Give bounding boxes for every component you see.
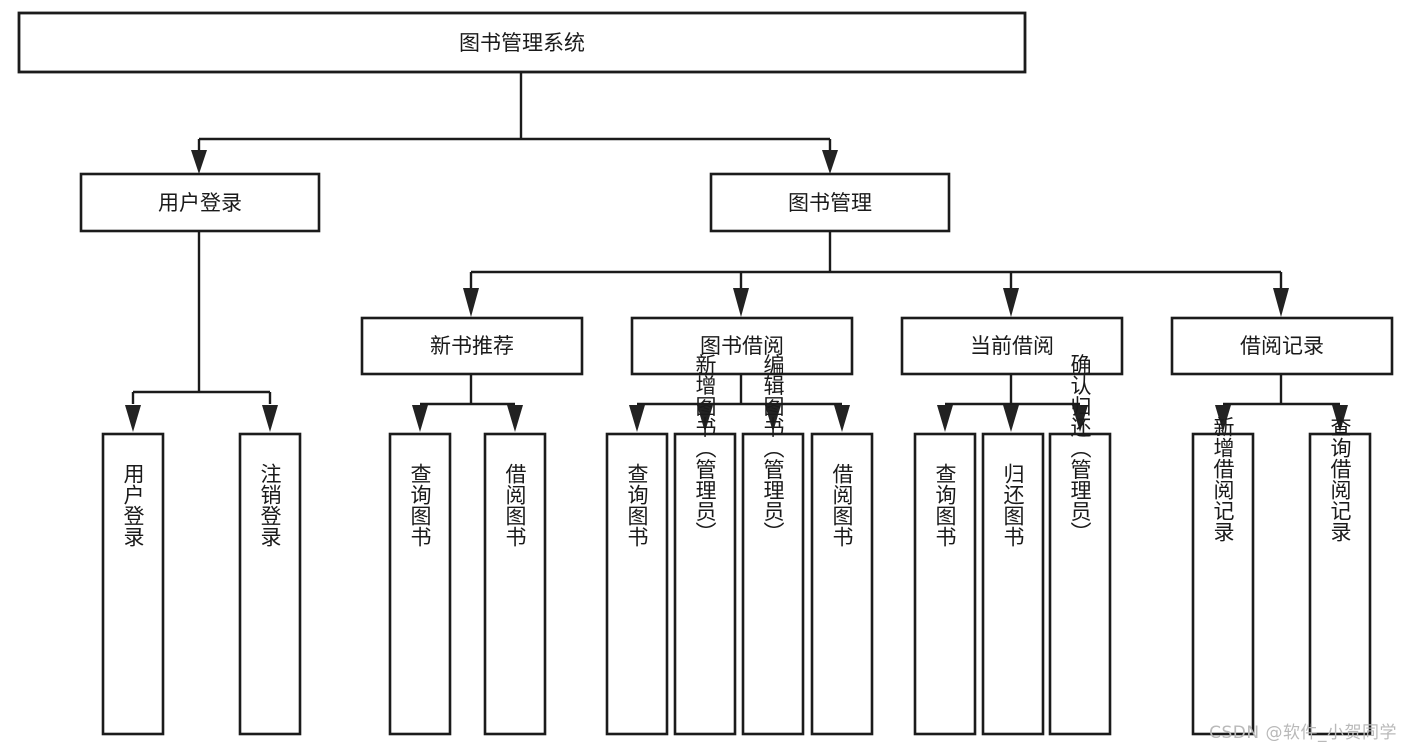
- node-root-system[interactable]: 图书管理系统: [17, 11, 1027, 74]
- leaf-book-borrow-2[interactable]: 编辑图书（管理员）: [741, 354, 805, 736]
- arrow-head-icon: [463, 288, 479, 317]
- node-book-management-box: [709, 172, 951, 233]
- arrow-head-icon: [629, 405, 645, 432]
- arrow-head-icon: [507, 405, 523, 432]
- leaf-book-borrow-2-label: 编辑图书（管理员）: [761, 354, 785, 543]
- leaf-current-borrow-2-label: 确认归还（管理员）: [1068, 354, 1092, 543]
- connector-group-root: [191, 72, 838, 174]
- node-borrow-record-box: [1170, 316, 1394, 376]
- leaf-current-borrow-1-box: [981, 432, 1045, 736]
- leaf-new-book-1-label: 借阅图书: [503, 463, 527, 547]
- node-user-login[interactable]: 用户登录: [79, 172, 321, 233]
- node-borrow-record-label: 借阅记录: [1240, 334, 1324, 358]
- leaf-borrow-record-0[interactable]: 新增借阅记录: [1191, 416, 1255, 736]
- arrow-head-icon: [937, 405, 953, 432]
- leaf-book-borrow-3-label: 借阅图书: [830, 463, 854, 547]
- leaf-book-borrow-1-box: [673, 432, 737, 736]
- leaf-user-login-1[interactable]: 注销登录: [238, 432, 302, 736]
- leaf-current-borrow-0-box: [913, 432, 977, 736]
- leaf-user-login-1-box: [238, 432, 302, 736]
- connector-group-book-borrow: [629, 374, 850, 432]
- arrow-head-icon: [1003, 288, 1019, 317]
- leaf-book-borrow-3-box: [810, 432, 874, 736]
- node-borrow-record[interactable]: 借阅记录: [1170, 316, 1394, 376]
- leaf-new-book-0-box: [388, 432, 452, 736]
- leaf-borrow-record-1-box: [1308, 432, 1372, 736]
- leaf-new-book-0-label: 查询图书: [408, 463, 432, 547]
- leaf-book-borrow-1-label: 新增图书（管理员）: [693, 354, 717, 543]
- arrow-head-icon: [697, 405, 713, 432]
- connector-group-current-borrow: [937, 374, 1088, 432]
- node-book-borrow[interactable]: 图书借阅: [630, 316, 854, 376]
- leaf-current-borrow-2-box: [1048, 432, 1112, 736]
- arrow-head-icon: [1003, 405, 1019, 432]
- node-current-borrow-label: 当前借阅: [970, 334, 1054, 358]
- connector-group-user-login: [125, 231, 278, 432]
- leaf-book-borrow-0[interactable]: 查询图书: [605, 432, 669, 736]
- node-book-borrow-label: 图书借阅: [700, 334, 784, 358]
- arrow-head-icon: [1273, 288, 1289, 317]
- arrow-head-icon: [822, 150, 838, 174]
- leaf-current-borrow-1[interactable]: 归还图书: [981, 432, 1045, 736]
- arrow-head-icon: [262, 405, 278, 432]
- node-book-management-label: 图书管理: [788, 191, 872, 215]
- arrow-head-icon: [191, 150, 207, 174]
- node-root-box: [17, 11, 1027, 74]
- leaf-new-book-0[interactable]: 查询图书: [388, 432, 452, 736]
- connector-group-book-mgmt: [463, 231, 1289, 317]
- arrow-head-icon: [733, 288, 749, 317]
- node-user-login-label: 用户登录: [158, 191, 242, 215]
- node-new-book-recommend-box: [360, 316, 584, 376]
- leaf-book-borrow-1[interactable]: 新增图书（管理员）: [673, 354, 737, 736]
- arrow-head-icon: [125, 405, 141, 432]
- node-new-book-recommend[interactable]: 新书推荐: [360, 316, 584, 376]
- leaf-user-login-0-box: [101, 432, 165, 736]
- node-new-book-recommend-label: 新书推荐: [430, 334, 514, 358]
- leaf-user-login-0[interactable]: 用户登录: [101, 432, 165, 736]
- node-root-label: 图书管理系统: [459, 31, 585, 55]
- leaf-current-borrow-0-label: 查询图书: [933, 463, 957, 547]
- leaf-current-borrow-0[interactable]: 查询图书: [913, 432, 977, 736]
- leaf-current-borrow-1-label: 归还图书: [1001, 463, 1025, 547]
- arrow-head-icon: [412, 405, 428, 432]
- arrow-head-icon: [834, 405, 850, 432]
- leaf-borrow-record-0-label: 新增借阅记录: [1211, 416, 1235, 542]
- leaf-new-book-1[interactable]: 借阅图书: [483, 432, 547, 736]
- leaf-book-borrow-3[interactable]: 借阅图书: [810, 432, 874, 736]
- node-book-management[interactable]: 图书管理: [709, 172, 951, 233]
- leaf-user-login-0-label: 用户登录: [121, 463, 145, 547]
- arrow-head-icon: [1332, 405, 1348, 432]
- node-current-borrow-box: [900, 316, 1124, 376]
- connector-group-new-book: [412, 374, 523, 432]
- leaf-borrow-record-0-box: [1191, 432, 1255, 736]
- arrow-head-icon: [1072, 405, 1088, 432]
- leaf-book-borrow-2-box: [741, 432, 805, 736]
- node-book-borrow-box: [630, 316, 854, 376]
- leaf-borrow-record-1[interactable]: 查询借阅记录: [1308, 416, 1372, 736]
- leaf-book-borrow-0-label: 查询图书: [625, 463, 649, 547]
- leaf-borrow-record-1-label: 查询借阅记录: [1328, 416, 1352, 542]
- csdn-watermark: CSDN @软件_小贺同学: [1209, 723, 1397, 743]
- node-current-borrow[interactable]: 当前借阅: [900, 316, 1124, 376]
- connector-group-borrow-record: [1215, 374, 1348, 432]
- arrow-head-icon: [765, 405, 781, 432]
- leaf-book-borrow-0-box: [605, 432, 669, 736]
- leaf-user-login-1-label: 注销登录: [258, 463, 282, 547]
- leaf-current-borrow-2[interactable]: 确认归还（管理员）: [1048, 354, 1112, 736]
- arrow-head-icon: [1215, 405, 1231, 432]
- node-user-login-box: [79, 172, 321, 233]
- leaf-new-book-1-box: [483, 432, 547, 736]
